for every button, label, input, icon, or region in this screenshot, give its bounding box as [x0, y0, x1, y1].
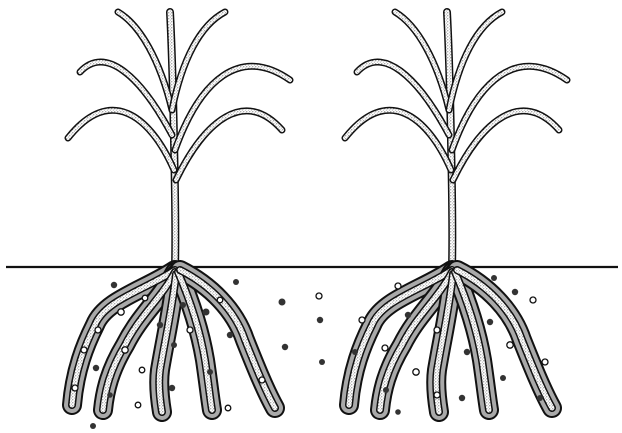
soil-particle — [434, 327, 440, 333]
soil-particle — [157, 322, 163, 328]
soil-particle — [282, 344, 288, 350]
soil-particle — [530, 297, 536, 303]
soil-particle — [90, 423, 96, 429]
soil-particle — [512, 289, 518, 295]
soil-particle — [227, 332, 233, 338]
soil-particle — [395, 409, 401, 415]
plant-left — [68, 12, 290, 412]
soil-particle — [395, 283, 401, 289]
soil-particle — [111, 282, 117, 288]
soil-particle — [203, 309, 210, 316]
soil-particle — [142, 295, 148, 301]
soil-particle — [135, 402, 141, 408]
soil-particle — [217, 297, 223, 303]
soil-particle — [259, 377, 265, 383]
soil-particle — [383, 387, 389, 393]
soil-particle — [359, 317, 365, 323]
soil-particle — [72, 385, 78, 391]
plant-left-shoot — [68, 12, 290, 267]
soil-particle — [352, 349, 358, 355]
soil-particle — [180, 302, 186, 308]
soil-particle — [507, 342, 513, 348]
soil-particle — [316, 293, 322, 299]
soil-particle — [491, 275, 497, 281]
soil-particle — [405, 312, 411, 318]
soil-particle — [187, 327, 193, 333]
plant-right-shoot — [345, 12, 567, 267]
soil-particle — [413, 369, 419, 375]
soil-particle — [500, 375, 506, 381]
soil-particle — [434, 392, 440, 398]
soil-particle — [542, 359, 548, 365]
soil-particle — [81, 347, 87, 353]
soil-particle — [317, 317, 323, 323]
soil-particle — [171, 342, 177, 348]
soil-particle — [382, 345, 388, 351]
plant-right — [345, 12, 567, 412]
leaves — [68, 12, 290, 180]
soil-particle — [487, 319, 493, 325]
soil-particle — [107, 392, 113, 398]
soil-particle — [459, 395, 465, 401]
soil-particle — [122, 347, 128, 353]
leaves — [345, 12, 567, 180]
soil-particle — [537, 395, 543, 401]
soil-particle — [93, 365, 99, 371]
soil-particle — [169, 385, 175, 391]
soil-particle — [279, 299, 286, 306]
soil-particle — [207, 369, 213, 375]
soil-particle — [464, 349, 470, 355]
soil-particle — [319, 359, 325, 365]
soil-particle — [95, 327, 101, 333]
soil-particle — [233, 279, 239, 285]
soil-particle — [139, 367, 145, 373]
plant-right-roots — [349, 270, 552, 412]
soil-particle — [225, 405, 231, 411]
soil-particle — [118, 309, 124, 315]
